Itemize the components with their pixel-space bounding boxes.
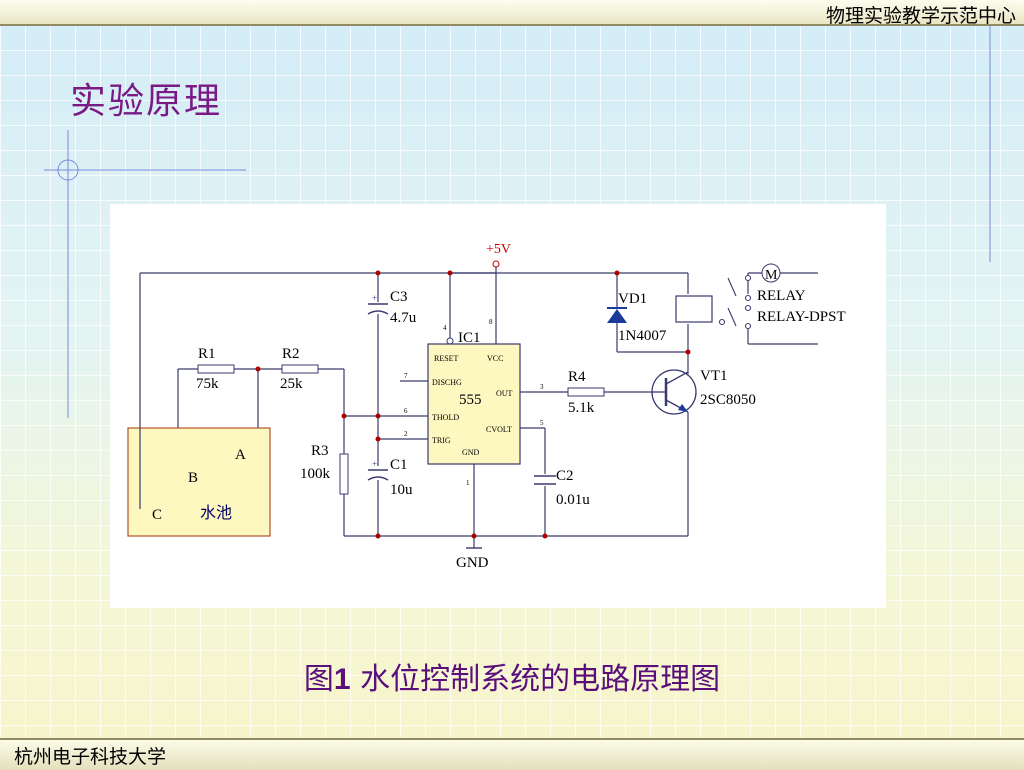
circuit-diagram: +5V A B C 水池 R1 75k R2 25k	[127, 242, 846, 571]
capacitor-c3-icon	[367, 303, 389, 315]
caption-text: 水位控制系统的电路原理图	[350, 662, 721, 697]
slide-title: 实验原理	[70, 81, 223, 122]
probe-b-label: B	[188, 470, 198, 486]
resistor-r2-icon	[281, 364, 319, 374]
r2-value: 25k	[280, 376, 303, 392]
resistor-r1-icon	[197, 364, 235, 374]
water-pool	[127, 427, 271, 537]
pin-num-out: 3	[540, 383, 544, 391]
capacitor-c2-icon	[534, 475, 556, 485]
header-org: 物理实验教学示范中心	[825, 5, 1016, 27]
junction-dots	[255, 270, 691, 539]
probe-a-label: A	[235, 447, 246, 463]
pin-cvolt: CVOLT	[486, 425, 512, 434]
c2-value: 0.01u	[556, 492, 590, 508]
pin-num-vcc: 8	[489, 318, 493, 326]
probe-c-label: C	[152, 507, 162, 523]
vd1-part: 1N4007	[618, 328, 667, 344]
emitter-arrow-icon	[678, 404, 688, 412]
c1-value: 10u	[390, 482, 413, 498]
r3-name: R3	[311, 443, 329, 459]
svg-text:+: +	[372, 293, 377, 303]
pin-dischg: DISCHG	[432, 378, 462, 387]
motor-label: M	[765, 268, 778, 283]
crosshair-icon	[57, 159, 79, 181]
vt1-part: 2SC8050	[700, 392, 756, 408]
pin-num-reset: 4	[443, 324, 447, 332]
figure-caption: 图1 水位控制系统的电路原理图	[0, 654, 1024, 698]
pin-reset: RESET	[434, 354, 459, 363]
pin-num-thold: 6	[404, 407, 408, 415]
relay-part: RELAY-DPST	[757, 309, 846, 325]
footer-university: 杭州电子科技大学	[14, 746, 167, 768]
motor-icon	[761, 263, 781, 283]
supply-label: +5V	[486, 242, 511, 257]
r4-name: R4	[568, 369, 586, 385]
relay-coil-icon	[675, 295, 713, 323]
ic-name: IC1	[458, 330, 481, 346]
footer-bar: 杭州电子科技大学	[0, 738, 1024, 770]
caption-prefix: 图	[303, 662, 334, 697]
r1-value: 75k	[196, 376, 219, 392]
pin-num-gnd: 1	[466, 479, 470, 487]
r4-value: 5.1k	[568, 400, 595, 416]
c3-name: C3	[390, 289, 408, 305]
vd1-name: VD1	[618, 291, 647, 307]
pin-thold: THOLD	[432, 413, 459, 422]
pin-num-dischg: 7	[404, 372, 408, 380]
relay-switch-icon	[718, 274, 752, 330]
capacitor-c1-icon	[367, 469, 389, 481]
caption-number: 1	[333, 663, 351, 696]
header-bar: 物理实验教学示范中心	[0, 0, 1024, 27]
c3-value: 4.7u	[390, 310, 417, 326]
r1-name: R1	[198, 346, 216, 362]
relay-name: RELAY	[757, 288, 806, 304]
ic-555-chip	[427, 343, 521, 465]
resistor-r3-icon	[339, 453, 349, 495]
c2-name: C2	[556, 468, 574, 484]
c1-name: C1	[390, 457, 408, 473]
circuit-diagram-panel: +5V A B C 水池 R1 75k R2 25k	[110, 204, 886, 608]
ground-label: GND	[456, 555, 489, 571]
vt1-name: VT1	[700, 368, 728, 384]
wires	[139, 266, 818, 548]
pin-vcc: VCC	[487, 354, 503, 363]
supply-terminal-icon	[492, 260, 500, 268]
transistor-vt1-icon	[651, 369, 697, 415]
svg-text:+: +	[372, 459, 377, 469]
pool-label: 水池	[200, 503, 232, 522]
ic-part: 555	[459, 392, 482, 408]
pin-trig: TRIG	[432, 436, 451, 445]
r3-value: 100k	[300, 466, 331, 482]
pin-num-cvolt: 5	[540, 419, 544, 427]
diode-vd1-icon	[607, 307, 627, 323]
r2-name: R2	[282, 346, 300, 362]
pin-out: OUT	[496, 389, 513, 398]
pin-num-trig: 2	[404, 430, 408, 438]
pin-gnd: GND	[462, 448, 480, 457]
resistor-r4-icon	[567, 387, 605, 397]
